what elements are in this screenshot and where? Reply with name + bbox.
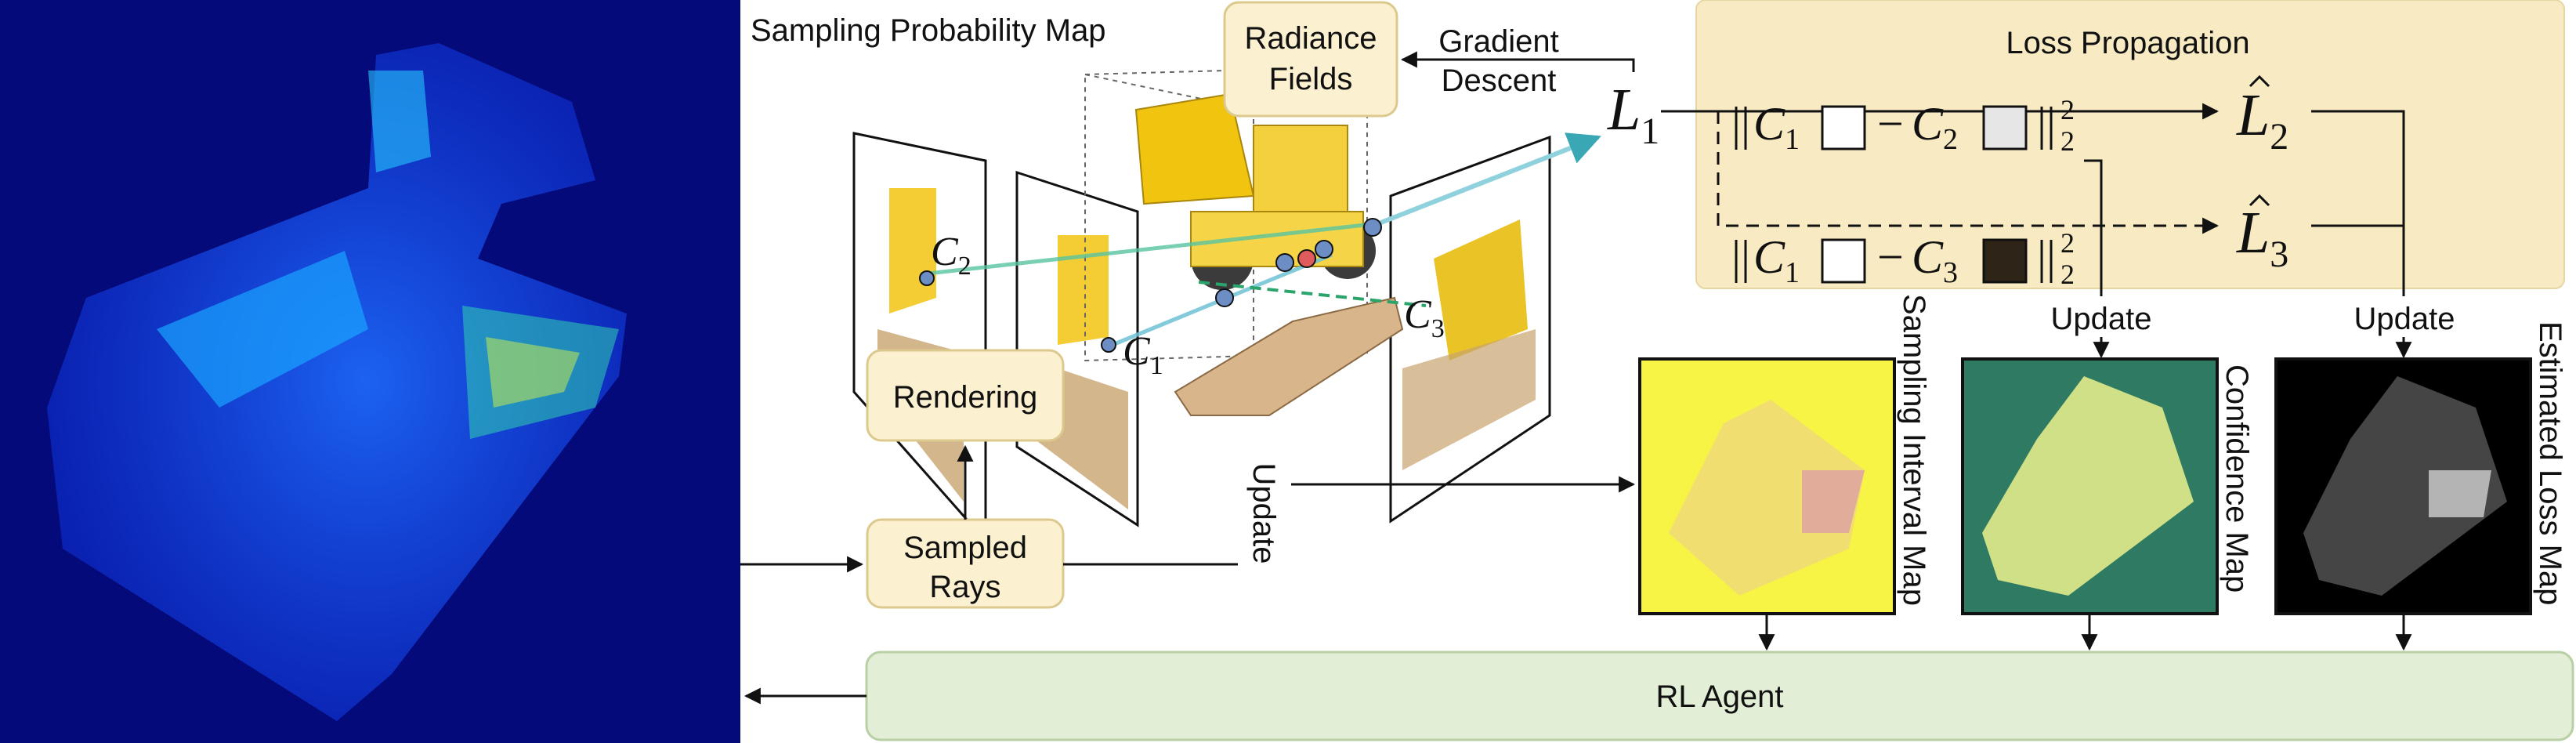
l3-hat: [2249, 194, 2270, 207]
svg-text:Rays: Rays: [929, 570, 1000, 604]
svg-text:Gradient: Gradient: [1438, 24, 1558, 59]
radiance-fields-box: Radiance Fields: [1223, 1, 1398, 118]
svg-text:||: ||: [1731, 231, 1750, 283]
swatch-c2: [1982, 105, 2028, 150]
loss-propagation-panel: Loss Propagation: [1695, 0, 2565, 289]
svg-text:−: −: [1877, 231, 1904, 283]
svg-text:C3: C3: [1912, 231, 1958, 289]
sampling-interval-map: [1638, 357, 1896, 615]
svg-text:||: ||: [2037, 231, 2056, 283]
confidence-map: [1961, 357, 2219, 615]
svg-text:Rendering: Rendering: [893, 380, 1038, 415]
l2-hat: [2249, 74, 2270, 88]
sample-points: [919, 218, 1382, 353]
update-loss-label: Update: [2354, 302, 2455, 336]
diagram-title: Sampling Probability Map: [751, 13, 1106, 48]
svg-text:Descent: Descent: [1442, 63, 1557, 98]
estimated-loss-map: [2274, 357, 2532, 615]
svg-text:C1: C1: [1753, 231, 1800, 289]
swatch-c3: [1982, 238, 2028, 284]
c2-label: C2: [931, 230, 971, 281]
sampled-rays-box: Sampled Rays: [866, 518, 1065, 609]
l3-hat-label: L3: [2236, 200, 2288, 275]
loss-to-loss-map-arrow: [2311, 110, 2412, 359]
svg-text:Fields: Fields: [1269, 62, 1353, 96]
update-confidence-label: Update: [2051, 302, 2152, 336]
l1-label: L1: [1607, 77, 1659, 152]
sampling-interval-map-label: Sampling Interval Map: [1897, 294, 1931, 606]
svg-text:2: 2: [2060, 125, 2075, 157]
svg-text:2: 2: [2060, 94, 2075, 125]
svg-text:||: ||: [2037, 98, 2056, 150]
confidence-map-label: Confidence Map: [2220, 364, 2254, 593]
svg-text:Sampled: Sampled: [903, 531, 1027, 565]
sampling-probability-heatmap: [0, 0, 740, 743]
gradient-descent-label: Gradient Descent: [1438, 24, 1558, 98]
rendering-box: Rendering: [866, 349, 1065, 442]
svg-text:−: −: [1877, 98, 1904, 150]
update-rays-label: Update: [1246, 463, 1281, 564]
estimated-loss-map-label: Estimated Loss Map: [2533, 321, 2567, 605]
c1-label: C1: [1123, 329, 1163, 380]
camera-view-c1: [1015, 170, 1139, 527]
loss-to-confidence-arrow: [2084, 159, 2110, 359]
l1-to-l3-arrow: [1717, 111, 2220, 234]
l2-hat-label: L2: [2236, 82, 2288, 158]
c3-label: C3: [1404, 292, 1445, 343]
svg-text:RL Agent: RL Agent: [1655, 680, 1783, 714]
svg-text:C1: C1: [1753, 98, 1800, 156]
swatch-c1-b: [1821, 238, 1866, 284]
svg-text:||: ||: [1731, 98, 1750, 150]
svg-text:C2: C2: [1912, 98, 1958, 156]
bulldozer-object: [1134, 92, 1404, 416]
svg-text:Radiance: Radiance: [1244, 21, 1377, 56]
camera-view-c3: [1389, 135, 1551, 524]
swatch-c1: [1821, 105, 1866, 150]
loss-formula-c1-c2: || C1 − C2 || 2 2: [1731, 94, 2075, 157]
loss-formula-c1-c3: || C1 − C3 || 2 2: [1731, 227, 2075, 290]
svg-text:Loss Propagation: Loss Propagation: [2006, 26, 2249, 60]
svg-text:2: 2: [2060, 259, 2075, 290]
svg-text:2: 2: [2060, 227, 2075, 259]
gradient-descent-arrow: [1400, 51, 1635, 72]
rl-agent-box: RL Agent: [865, 651, 2574, 741]
